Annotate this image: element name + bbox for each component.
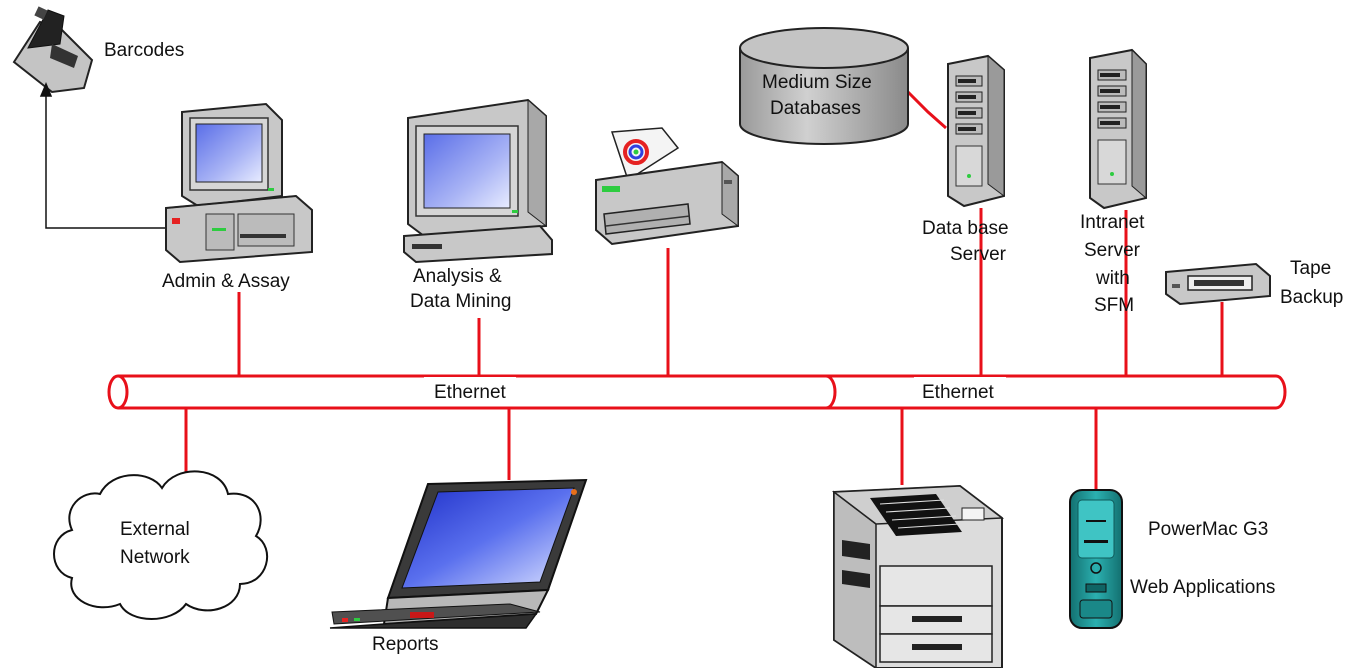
reports-label: Reports xyxy=(372,634,439,655)
barcode-arrow xyxy=(39,82,170,229)
tower-server-icon xyxy=(947,54,1005,208)
analysis-label-line2: Data Mining xyxy=(410,291,511,312)
webapps-label: Web Applications xyxy=(1130,577,1275,598)
powermac-label: PowerMac G3 xyxy=(1148,519,1268,540)
external-label-line2: Network xyxy=(120,547,190,568)
laptop-icon xyxy=(329,478,588,629)
tape-label-line1: Tape xyxy=(1290,258,1331,279)
barcode-scanner-icon xyxy=(12,6,94,94)
tape-drive-icon xyxy=(1165,262,1271,306)
cable-left-end xyxy=(107,374,129,410)
barcodes-label: Barcodes xyxy=(104,40,184,61)
ethernet-label-left: Ethernet xyxy=(434,382,507,403)
tower-server-icon xyxy=(1089,48,1147,210)
cloud-icon xyxy=(53,470,269,620)
database-label-line1: Medium Size xyxy=(762,72,872,93)
intranet-label-line1: Intranet xyxy=(1080,212,1145,233)
intranet-label-line4: SFM xyxy=(1094,295,1134,316)
powermac-icon xyxy=(1069,489,1123,629)
database-cylinder-icon xyxy=(739,27,909,145)
desktop-computer-icon xyxy=(403,98,553,264)
analysis-label-line1: Analysis & xyxy=(413,266,502,287)
printer-icon xyxy=(595,127,739,246)
db-link-line xyxy=(902,86,947,130)
dbserver-label-line2: Server xyxy=(950,244,1007,265)
external-label-line1: External xyxy=(120,519,190,540)
intranet-label-line3: with xyxy=(1095,268,1130,289)
laser-printer-icon xyxy=(831,484,1005,668)
ethernet-backbone xyxy=(107,374,1287,410)
intranet-label-line2: Server xyxy=(1084,240,1141,261)
admin-label: Admin & Assay xyxy=(162,271,290,292)
ethernet-label-right: Ethernet xyxy=(922,382,995,403)
drop-lines xyxy=(184,86,1224,490)
tape-label-line2: Backup xyxy=(1280,287,1343,308)
cable-right-end xyxy=(1275,374,1287,410)
desktop-computer-icon xyxy=(165,102,313,264)
database-label-line2: Databases xyxy=(770,98,861,119)
cable-joint xyxy=(825,374,837,410)
dbserver-label-line1: Data base xyxy=(922,218,1009,239)
